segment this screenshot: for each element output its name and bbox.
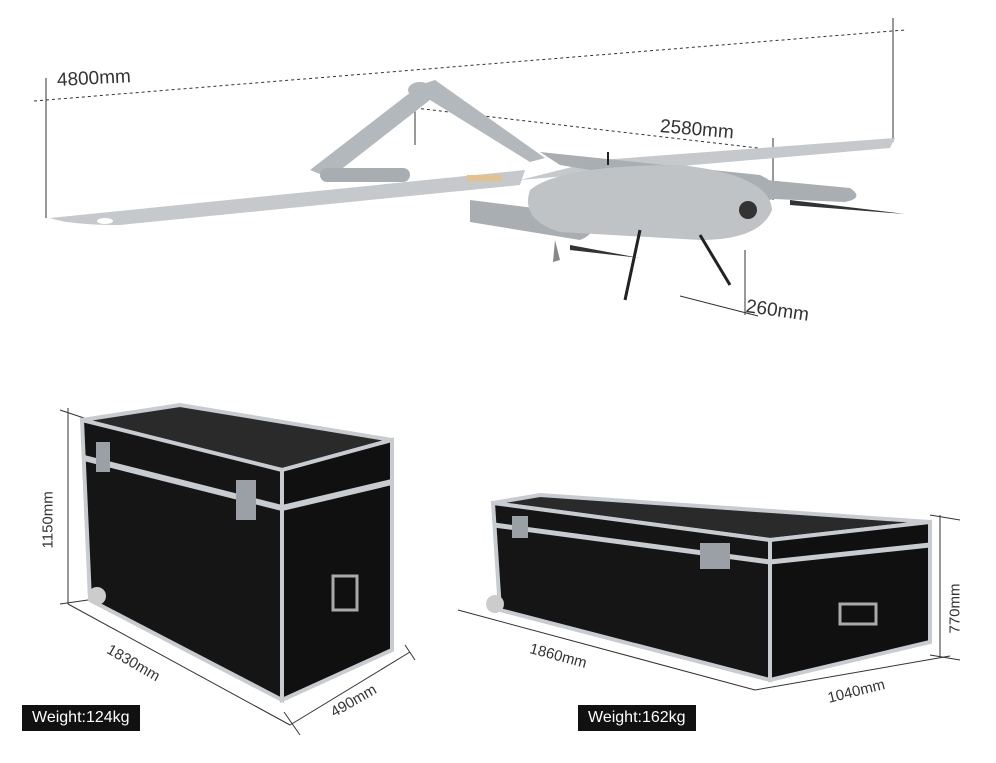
case-1-height-label: 1150mm [39,491,57,549]
case-2-height-label: 770mm [946,583,964,634]
drone-dimension-lines [33,18,906,317]
case-2-dimension-lines [457,514,961,691]
case-1-weight-badge: Weight:124kg [22,705,140,731]
drone-wingspan-label: 4800mm [56,66,132,91]
transport-case-tall [79,402,394,704]
case-2-weight-badge: Weight:162kg [578,705,696,731]
vtol-drone [50,80,905,301]
case-1-dimension-lines [59,408,416,736]
transport-case-flat [486,492,932,683]
